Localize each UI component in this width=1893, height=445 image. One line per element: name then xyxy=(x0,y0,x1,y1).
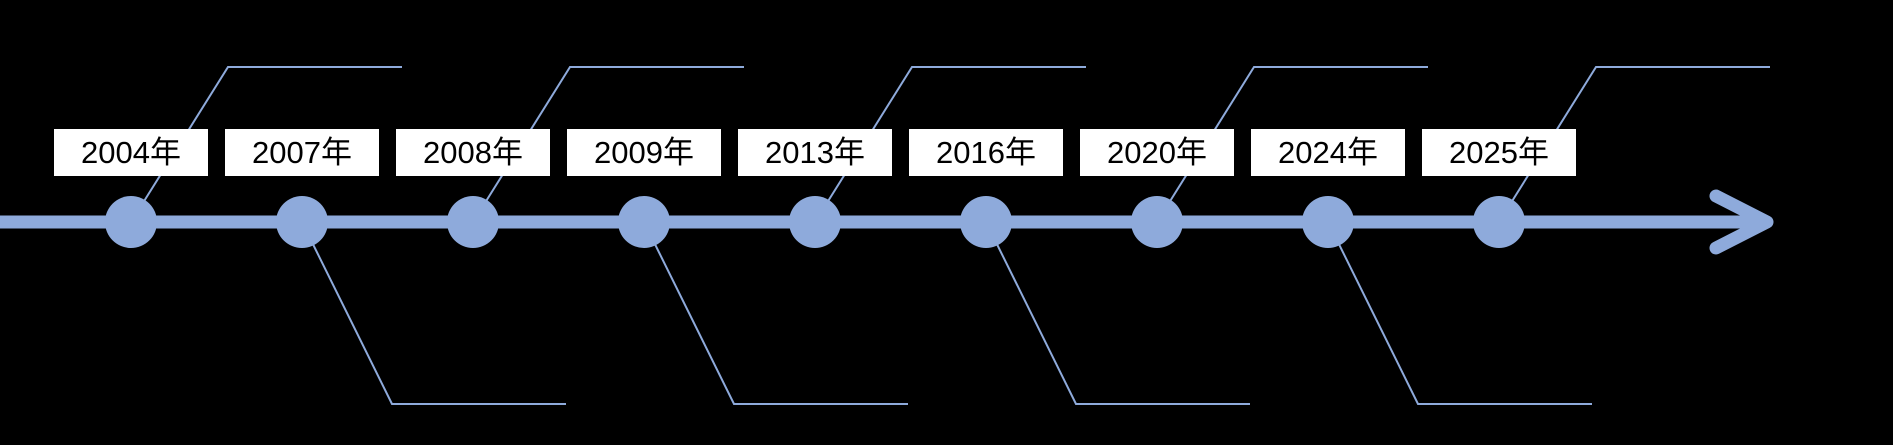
arrowhead-icon xyxy=(1709,189,1774,255)
callout-line-down xyxy=(643,221,908,405)
callout-line-down xyxy=(301,221,566,405)
milestone-dot xyxy=(105,196,157,248)
year-label: 2007年 xyxy=(225,129,379,176)
milestone-dot xyxy=(960,196,1012,248)
milestone-dot xyxy=(276,196,328,248)
year-label: 2024年 xyxy=(1251,129,1405,176)
milestone-dot xyxy=(1131,196,1183,248)
year-label: 2008年 xyxy=(396,129,550,176)
callout-line-down xyxy=(985,221,1250,405)
milestone-dot xyxy=(618,196,670,248)
milestone-dot xyxy=(1473,196,1525,248)
milestone-dot xyxy=(789,196,841,248)
milestone-dot xyxy=(447,196,499,248)
year-label: 2016年 xyxy=(909,129,1063,176)
milestone-dot xyxy=(1302,196,1354,248)
year-label: 2020年 xyxy=(1080,129,1234,176)
year-label: 2004年 xyxy=(54,129,208,176)
year-label: 2025年 xyxy=(1422,129,1576,176)
callout-line-down xyxy=(1327,221,1592,405)
year-label: 2009年 xyxy=(567,129,721,176)
year-label: 2013年 xyxy=(738,129,892,176)
